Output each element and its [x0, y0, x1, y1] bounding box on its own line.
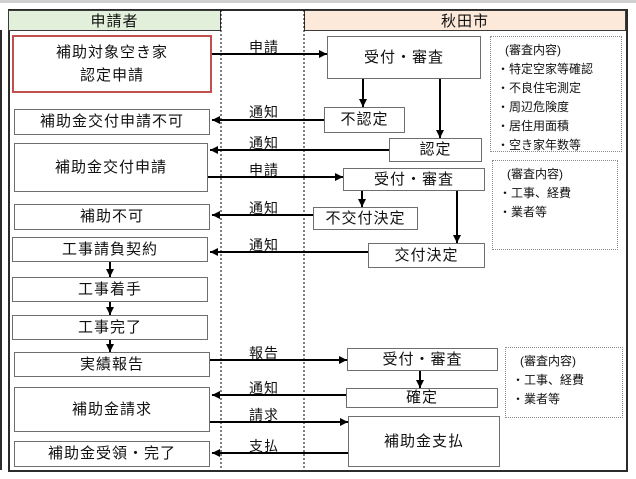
box-construction-contract: 工事請負契約 — [12, 237, 208, 262]
note-item: ・工事、経費 — [512, 373, 585, 387]
box-grant-decision: 交付決定 — [368, 243, 485, 268]
note-title: (審査内容) — [505, 43, 561, 57]
note-item: ・周辺危険度 — [497, 100, 570, 114]
arrow-label-notice-1: 通知 — [249, 104, 279, 120]
note-item: ・工事、経費 — [499, 186, 572, 200]
arrow-label-notice-2: 通知 — [249, 135, 279, 151]
note-review-criteria-1: (審査内容) ・特定空家等確認 ・不良住宅測定 ・周辺危険度 ・居住用面積 ・空… — [490, 36, 622, 152]
box-grant-application-denied: 補助金交付申請不可 — [14, 109, 210, 135]
box-reception-review-1: 受付・審査 — [327, 36, 481, 79]
arrow-label-notice-5: 通知 — [249, 380, 279, 396]
note-item: ・業者等 — [512, 392, 561, 406]
arrow-label-claim: 請求 — [249, 407, 279, 423]
header-applicant: 申請者 — [8, 10, 221, 31]
header-city: 秋田市 — [304, 10, 626, 31]
box-subsidy-receipt-complete: 補助金受領・完了 — [14, 441, 210, 467]
box-construction-complete: 工事完了 — [12, 315, 208, 340]
arrow-label-application-2: 申請 — [249, 162, 279, 178]
note-title: (審査内容) — [507, 167, 563, 181]
left-edge-line — [0, 30, 2, 470]
note-review-criteria-3: (審査内容) ・工事、経費 ・業者等 — [505, 347, 623, 418]
box-subsidy-denied: 補助不可 — [14, 204, 210, 230]
note-title: (審査内容) — [520, 354, 576, 368]
note-review-criteria-2: (審査内容) ・工事、経費 ・業者等 — [492, 160, 618, 250]
box-certified: 認定 — [389, 138, 482, 162]
note-item: ・業者等 — [499, 205, 548, 219]
note-item: ・特定空家等確認 — [497, 62, 594, 76]
note-item: ・空き家年数等 — [497, 138, 582, 152]
box-performance-report: 実績報告 — [14, 352, 210, 377]
box-subsidy-payment: 補助金支払 — [348, 416, 500, 467]
box-subsidy-claim: 補助金請求 — [14, 387, 210, 432]
arrow-label-notice-3: 通知 — [249, 200, 279, 216]
box-reception-review-2: 受付・審査 — [343, 168, 485, 191]
box-non-grant-decision: 不交付決定 — [313, 207, 418, 230]
arrow-label-application-1: 申請 — [249, 39, 279, 55]
arrow-label-notice-4: 通知 — [249, 237, 279, 253]
box-not-certified: 不認定 — [324, 107, 405, 133]
box-construction-start: 工事着手 — [12, 277, 208, 302]
arrow-label-report: 報告 — [249, 345, 279, 361]
note-item: ・居住用面積 — [497, 119, 570, 133]
box-finalization: 確定 — [346, 388, 498, 408]
arrow-label-payment: 支払 — [249, 438, 279, 454]
note-item: ・不良住宅測定 — [497, 81, 582, 95]
box-grant-application: 補助金交付申請 — [14, 143, 208, 192]
box-reception-review-3: 受付・審査 — [347, 348, 498, 371]
top-edge-strip — [0, 0, 636, 3]
box-certification-application: 補助対象空き家 認定申請 — [12, 35, 212, 93]
